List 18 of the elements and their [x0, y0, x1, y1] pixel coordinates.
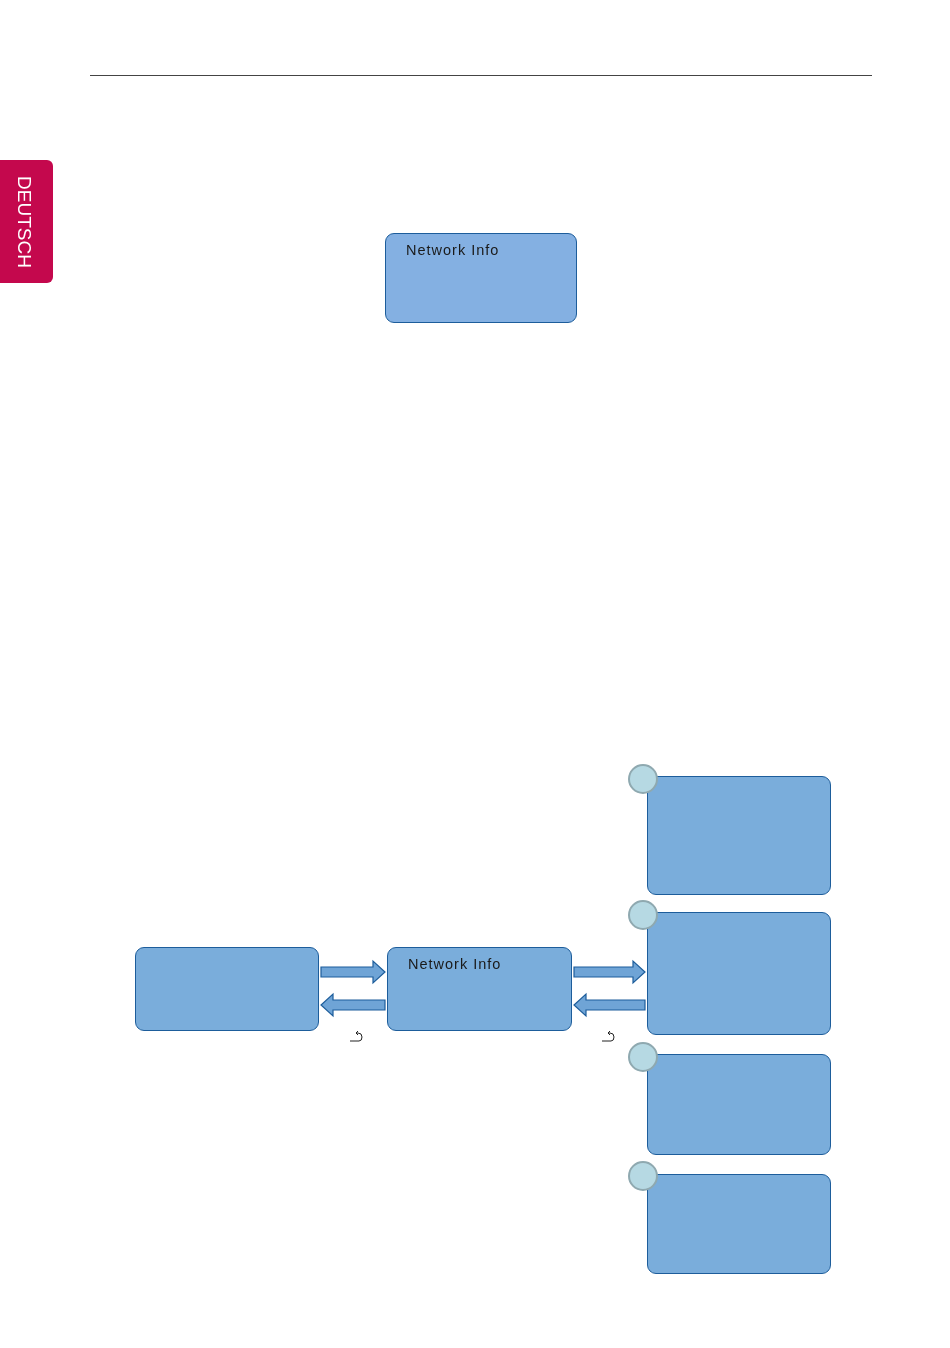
block-arrow: [573, 959, 646, 985]
block-arrow: [320, 959, 386, 985]
menu-box: [135, 947, 319, 1031]
menu-box: [647, 1054, 831, 1155]
box-title: Network Info: [408, 956, 502, 972]
menu-box: [647, 776, 831, 895]
box-title: Network Info: [406, 242, 500, 258]
menu-box: [647, 1174, 831, 1274]
language-label: DEUTSCH: [12, 175, 35, 268]
circle-marker: [628, 764, 658, 794]
block-arrow: [320, 992, 386, 1018]
menu-box: [385, 233, 577, 323]
menu-box: [387, 947, 572, 1031]
menu-box: [647, 912, 831, 1035]
block-arrow: [573, 992, 646, 1018]
circle-marker: [628, 1042, 658, 1072]
circle-marker: [628, 900, 658, 930]
circle-marker: [628, 1161, 658, 1191]
